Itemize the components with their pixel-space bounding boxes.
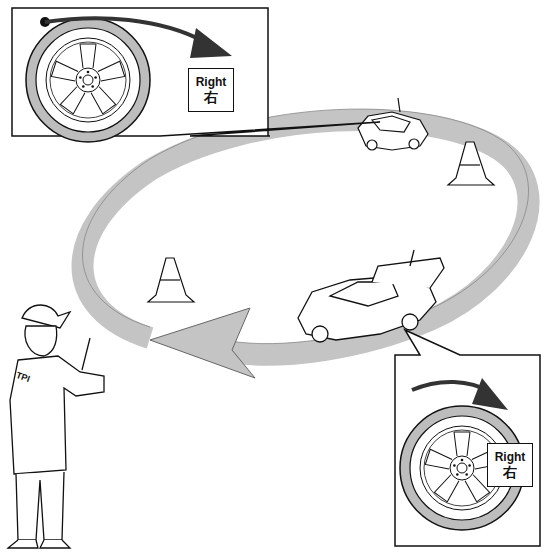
rc-car: [298, 250, 444, 342]
direction-label: Right: [196, 75, 227, 89]
callout-panel: [395, 330, 540, 546]
direction-box: Right右: [188, 68, 234, 112]
rotation-arrow: [472, 378, 508, 410]
track-arrowhead: [150, 308, 255, 378]
cone: [148, 258, 194, 302]
rotation-arrow: [190, 28, 232, 58]
rc-car: [358, 98, 428, 150]
direction-label: Right: [495, 450, 526, 464]
direction-label-jp: 右: [204, 89, 218, 106]
direction-box: Right右: [487, 443, 533, 487]
operator-figure: [8, 305, 104, 548]
direction-label-jp: 右: [503, 464, 517, 481]
track-arrow: [83, 120, 529, 355]
cone: [448, 142, 494, 185]
